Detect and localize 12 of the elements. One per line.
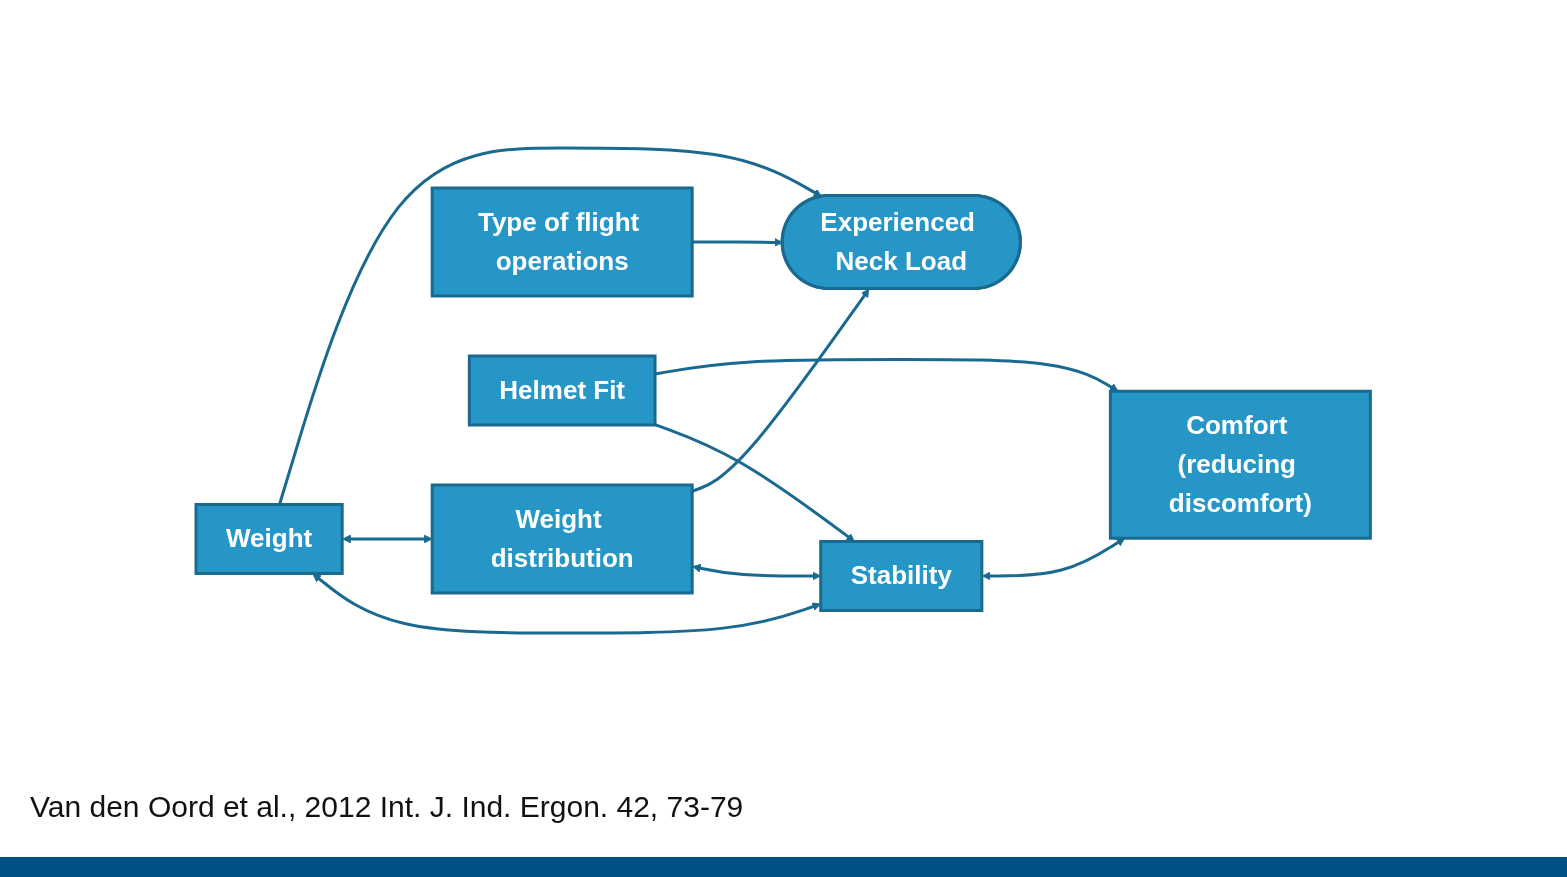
arrow	[692, 288, 870, 493]
node-box: Type of flight operations	[431, 186, 694, 297]
arrow	[692, 563, 822, 580]
node-box: Weight distribution	[431, 483, 694, 594]
node-box: Weight	[194, 502, 344, 575]
arrow	[312, 572, 822, 634]
node-box: Helmet Fit	[468, 354, 657, 426]
citation-text: Van den Oord et al., 2012 Int. J. Ind. Ergon. 42, 73-79	[30, 790, 744, 824]
arrow	[342, 534, 433, 543]
arrow	[982, 537, 1126, 580]
node-box: Comfort (reducing discomfort)	[1109, 389, 1373, 540]
node-box: Stability	[819, 539, 984, 612]
